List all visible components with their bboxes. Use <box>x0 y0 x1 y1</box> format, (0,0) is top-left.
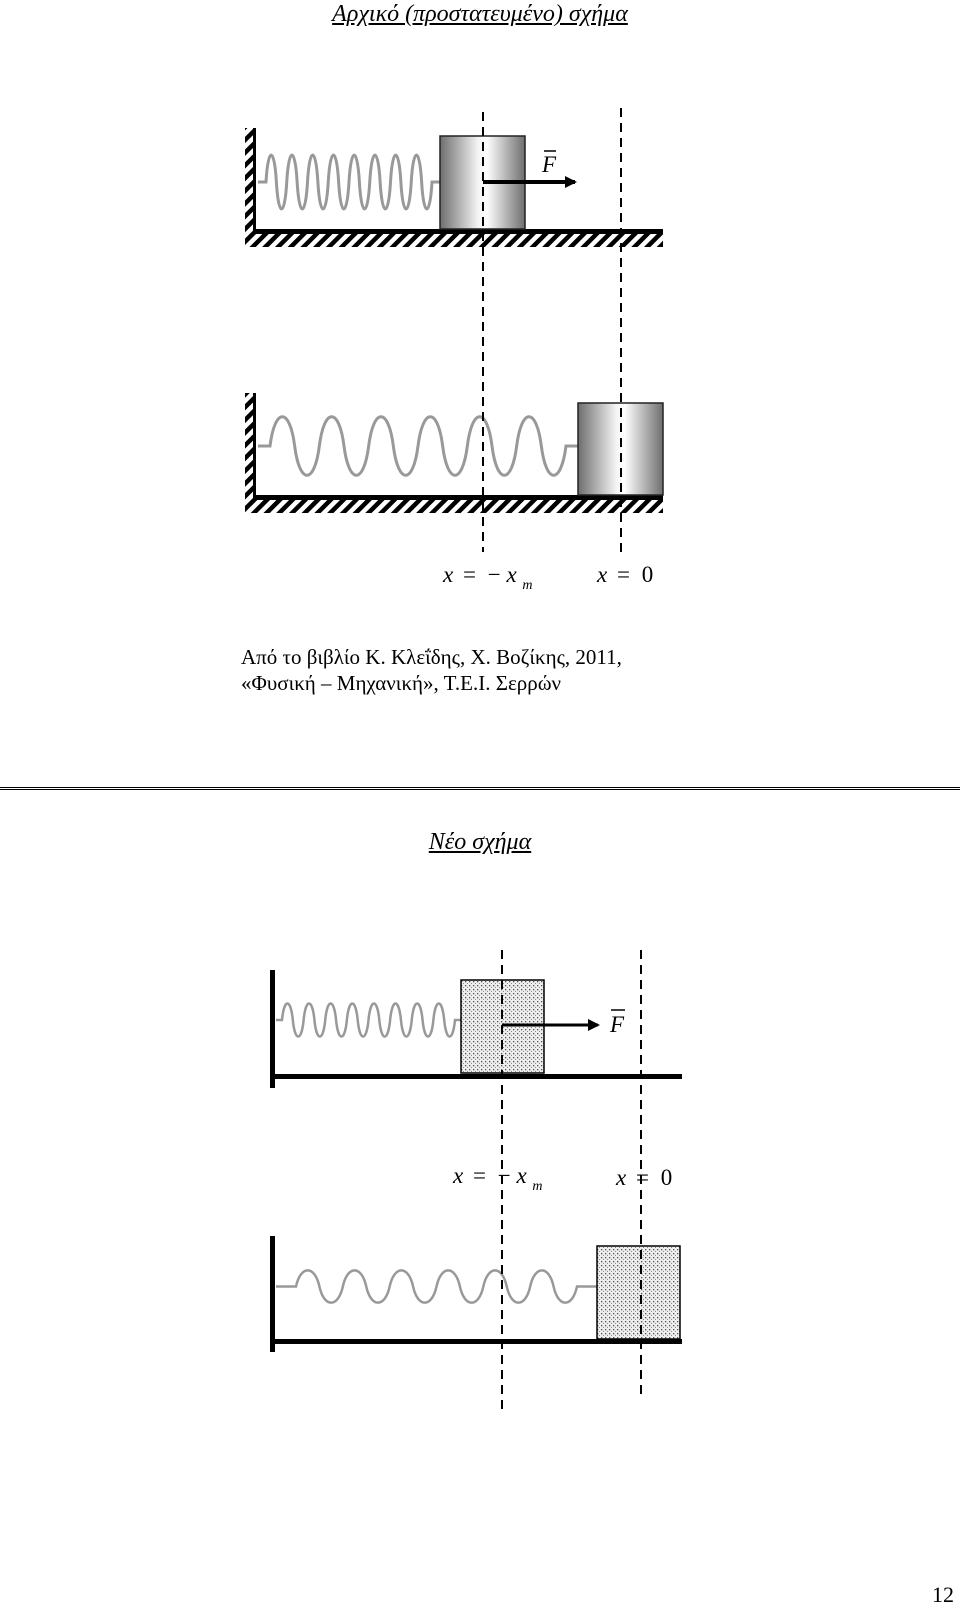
spring <box>258 153 440 211</box>
new-bottom-scenario <box>270 1236 682 1352</box>
wall-line <box>270 1236 275 1352</box>
force-label: F <box>541 152 557 177</box>
floor-hatch <box>245 499 663 513</box>
wall-line <box>253 393 256 499</box>
block <box>577 402 664 496</box>
floor-line <box>272 1339 682 1344</box>
original-bottom-scenario <box>245 393 664 513</box>
label-x-zero: x = 0 <box>615 1165 672 1190</box>
original-top-scenario: F <box>245 128 663 247</box>
floor-line <box>253 229 663 234</box>
wall-line <box>253 128 256 236</box>
wall-hatch <box>245 393 255 511</box>
source-note-line2: «Φυσική – Μηχανική», Τ.Ε.Ι. Σερρών <box>241 671 562 695</box>
label-x-minus-xm: x = − x m <box>442 562 533 593</box>
wall-hatch <box>245 128 255 246</box>
label-x-zero: x = 0 <box>596 562 653 587</box>
original-figure: F x = − x m x = 0 <box>245 108 664 593</box>
floor-line <box>253 495 663 500</box>
floor-hatch <box>245 233 663 247</box>
section-divider <box>0 787 960 790</box>
new-figure: F x = − x m x = 0 <box>270 950 682 1410</box>
spring <box>258 415 578 477</box>
block <box>596 1245 681 1340</box>
page-number: 12 <box>932 1582 954 1607</box>
source-note-line1: Από το βιβλίο Κ. Κλεΐδης, Χ. Βοζίκης, 20… <box>241 645 622 669</box>
force-label: F <box>609 1012 625 1037</box>
spring <box>276 1002 461 1038</box>
new-figure-title: Νέο σχήμα <box>428 829 532 855</box>
spring <box>276 1269 597 1304</box>
wall-line <box>270 970 275 1088</box>
original-figure-title: Αρχικό (προστατευμένο) σχήμα <box>332 1 628 27</box>
floor-line <box>272 1074 682 1079</box>
label-x-minus-xm: x = − x m <box>452 1163 543 1194</box>
new-top-scenario: F <box>270 970 682 1088</box>
